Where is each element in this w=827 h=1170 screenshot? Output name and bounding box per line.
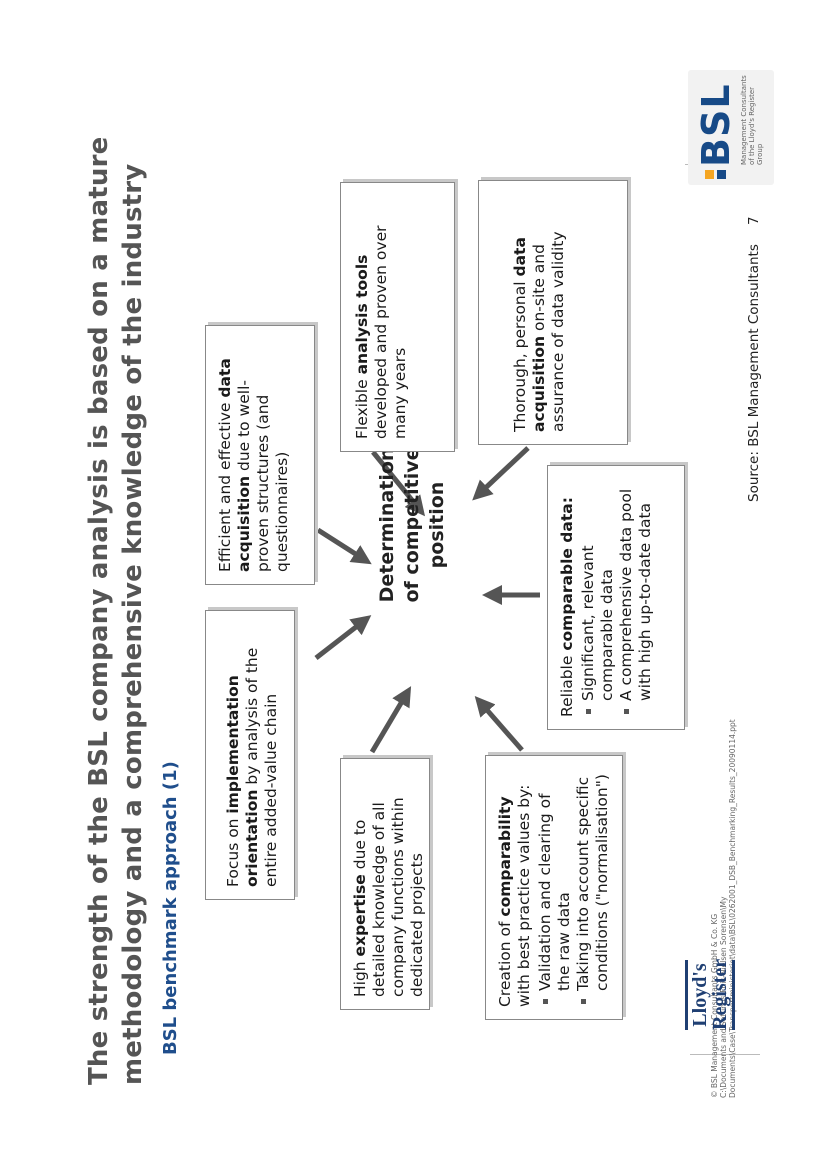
box-comparability-bullet-1: Validation and clearing of the raw data xyxy=(536,768,574,991)
box-expertise-bold: expertise xyxy=(351,874,369,957)
arrow-thorough xyxy=(472,446,530,501)
lloyds-register-logo: Lloyd's Register xyxy=(685,958,745,1030)
box-thorough: Thorough, personal data acquisition on-s… xyxy=(478,180,628,445)
box-tools: Flexible analysis tools developed and pr… xyxy=(340,182,455,452)
box-expertise-pre: High xyxy=(351,956,369,997)
box-tools-pre: Flexible xyxy=(353,374,371,439)
arrow-efficient xyxy=(316,527,372,565)
bsl-logo-subtitle: Management Consultants of the Lloyd's Re… xyxy=(740,75,764,165)
footer-line2: C:\Documents and Settings\Fhis-Nielsen S… xyxy=(719,896,728,1098)
arrow-expertise xyxy=(369,686,412,754)
bsl-logo-sub2: of the Lloyd's Register Group xyxy=(748,86,764,165)
source-note: Source: BSL Management Consultants xyxy=(746,244,762,502)
bsl-logo-sub1: Management Consultants xyxy=(740,75,748,165)
lloyds-logo-line1: Lloyd's xyxy=(689,963,711,1027)
arrow-comparability xyxy=(474,695,524,752)
box-comparability-bullet-2: Taking into account specific conditions … xyxy=(574,768,612,991)
box-reliable-bold: comparable data: xyxy=(558,497,576,651)
box-reliable-bullet-1: Significant, relevant comparable data xyxy=(579,478,617,701)
box-reliable: Reliable comparable data: Significant, r… xyxy=(547,465,685,730)
box-comparability-pre: Creation of xyxy=(496,916,514,1007)
box-efficient: Efficient and effective data acquisition… xyxy=(205,325,315,585)
box-reliable-bullet-2: A comprehensive data pool with high up-t… xyxy=(617,478,655,701)
box-tools-bold: analysis tools xyxy=(353,254,371,375)
bsl-logo-dots-icon xyxy=(705,170,726,179)
page-number: 7 xyxy=(746,216,762,225)
bsl-logo-text: BSL xyxy=(694,83,738,167)
bsl-logo: BSL Management Consultants of the Lloyd'… xyxy=(688,70,774,185)
lloyds-logo-line2: Register xyxy=(709,958,731,1030)
box-comparability: Creation of comparability with best prac… xyxy=(485,755,623,1020)
box-comparability-bold: comparability xyxy=(496,796,514,917)
footer-file-info: © BSL Management Consultants GmbH & Co. … xyxy=(710,719,737,1098)
box-expertise: High expertise due to detailed knowledge… xyxy=(340,758,430,1010)
arrow-tools xyxy=(371,450,426,517)
arrow-implementation xyxy=(314,615,372,660)
box-implementation: Focus on implementation orientation by a… xyxy=(205,610,295,900)
box-reliable-list: Significant, relevant comparable data A … xyxy=(579,478,655,717)
box-comparability-post: with best practice values by: xyxy=(515,784,533,1007)
box-thorough-pre: Thorough, personal xyxy=(511,276,529,432)
box-implementation-pre: Focus on xyxy=(224,813,242,887)
footer-line3: Documents\Case\Transportministeriet\data… xyxy=(728,719,737,1098)
footer-line1: © BSL Management Consultants GmbH & Co. … xyxy=(710,913,719,1098)
box-efficient-pre: Efficient and effective xyxy=(216,397,234,572)
box-reliable-pre: Reliable xyxy=(558,650,576,717)
box-comparability-list: Validation and clearing of the raw data … xyxy=(536,768,612,1007)
box-tools-post: developed and proven over many years xyxy=(372,225,409,439)
